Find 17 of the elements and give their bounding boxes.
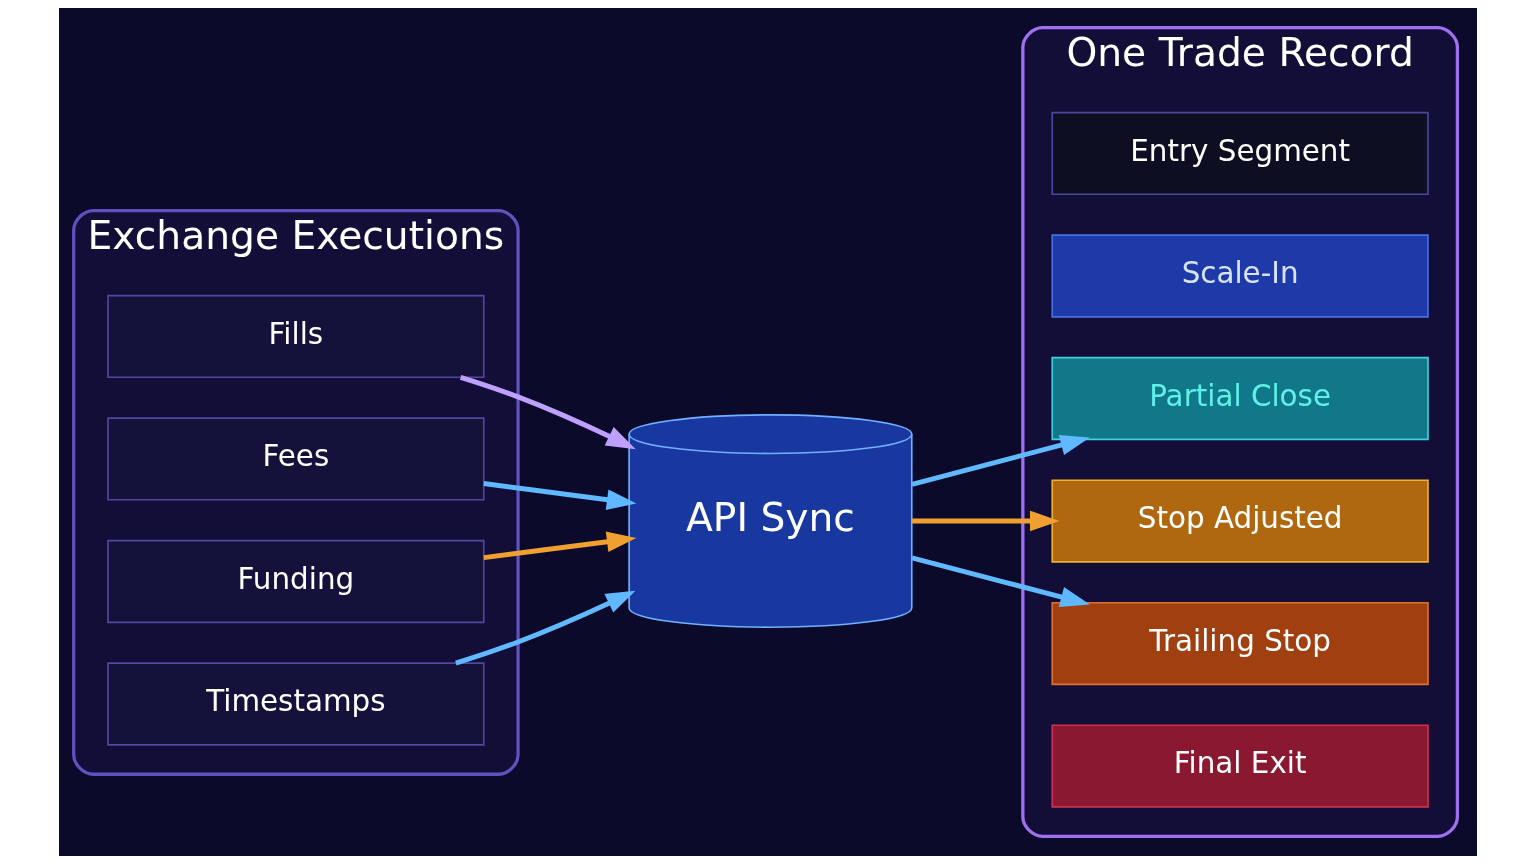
node-box: Entry Segment	[1051, 111, 1429, 196]
node-box: Scale-In	[1051, 234, 1429, 318]
arrow	[911, 435, 1090, 487]
node-box: Timestamps	[107, 662, 485, 746]
arrow	[459, 375, 636, 450]
node-box: Fees	[107, 417, 485, 501]
arrow	[912, 510, 1060, 532]
arrow	[455, 590, 636, 666]
arrow	[483, 481, 637, 510]
node-box: Fills	[107, 294, 485, 379]
node-box: Partial Close	[1051, 356, 1429, 441]
node-box: Funding	[107, 539, 485, 624]
node-box: Trailing Stop	[1051, 601, 1429, 686]
node-box: Final Exit	[1051, 724, 1429, 808]
arrow	[483, 531, 637, 561]
arrow	[911, 555, 1090, 607]
node-box: Stop Adjusted	[1051, 479, 1429, 563]
